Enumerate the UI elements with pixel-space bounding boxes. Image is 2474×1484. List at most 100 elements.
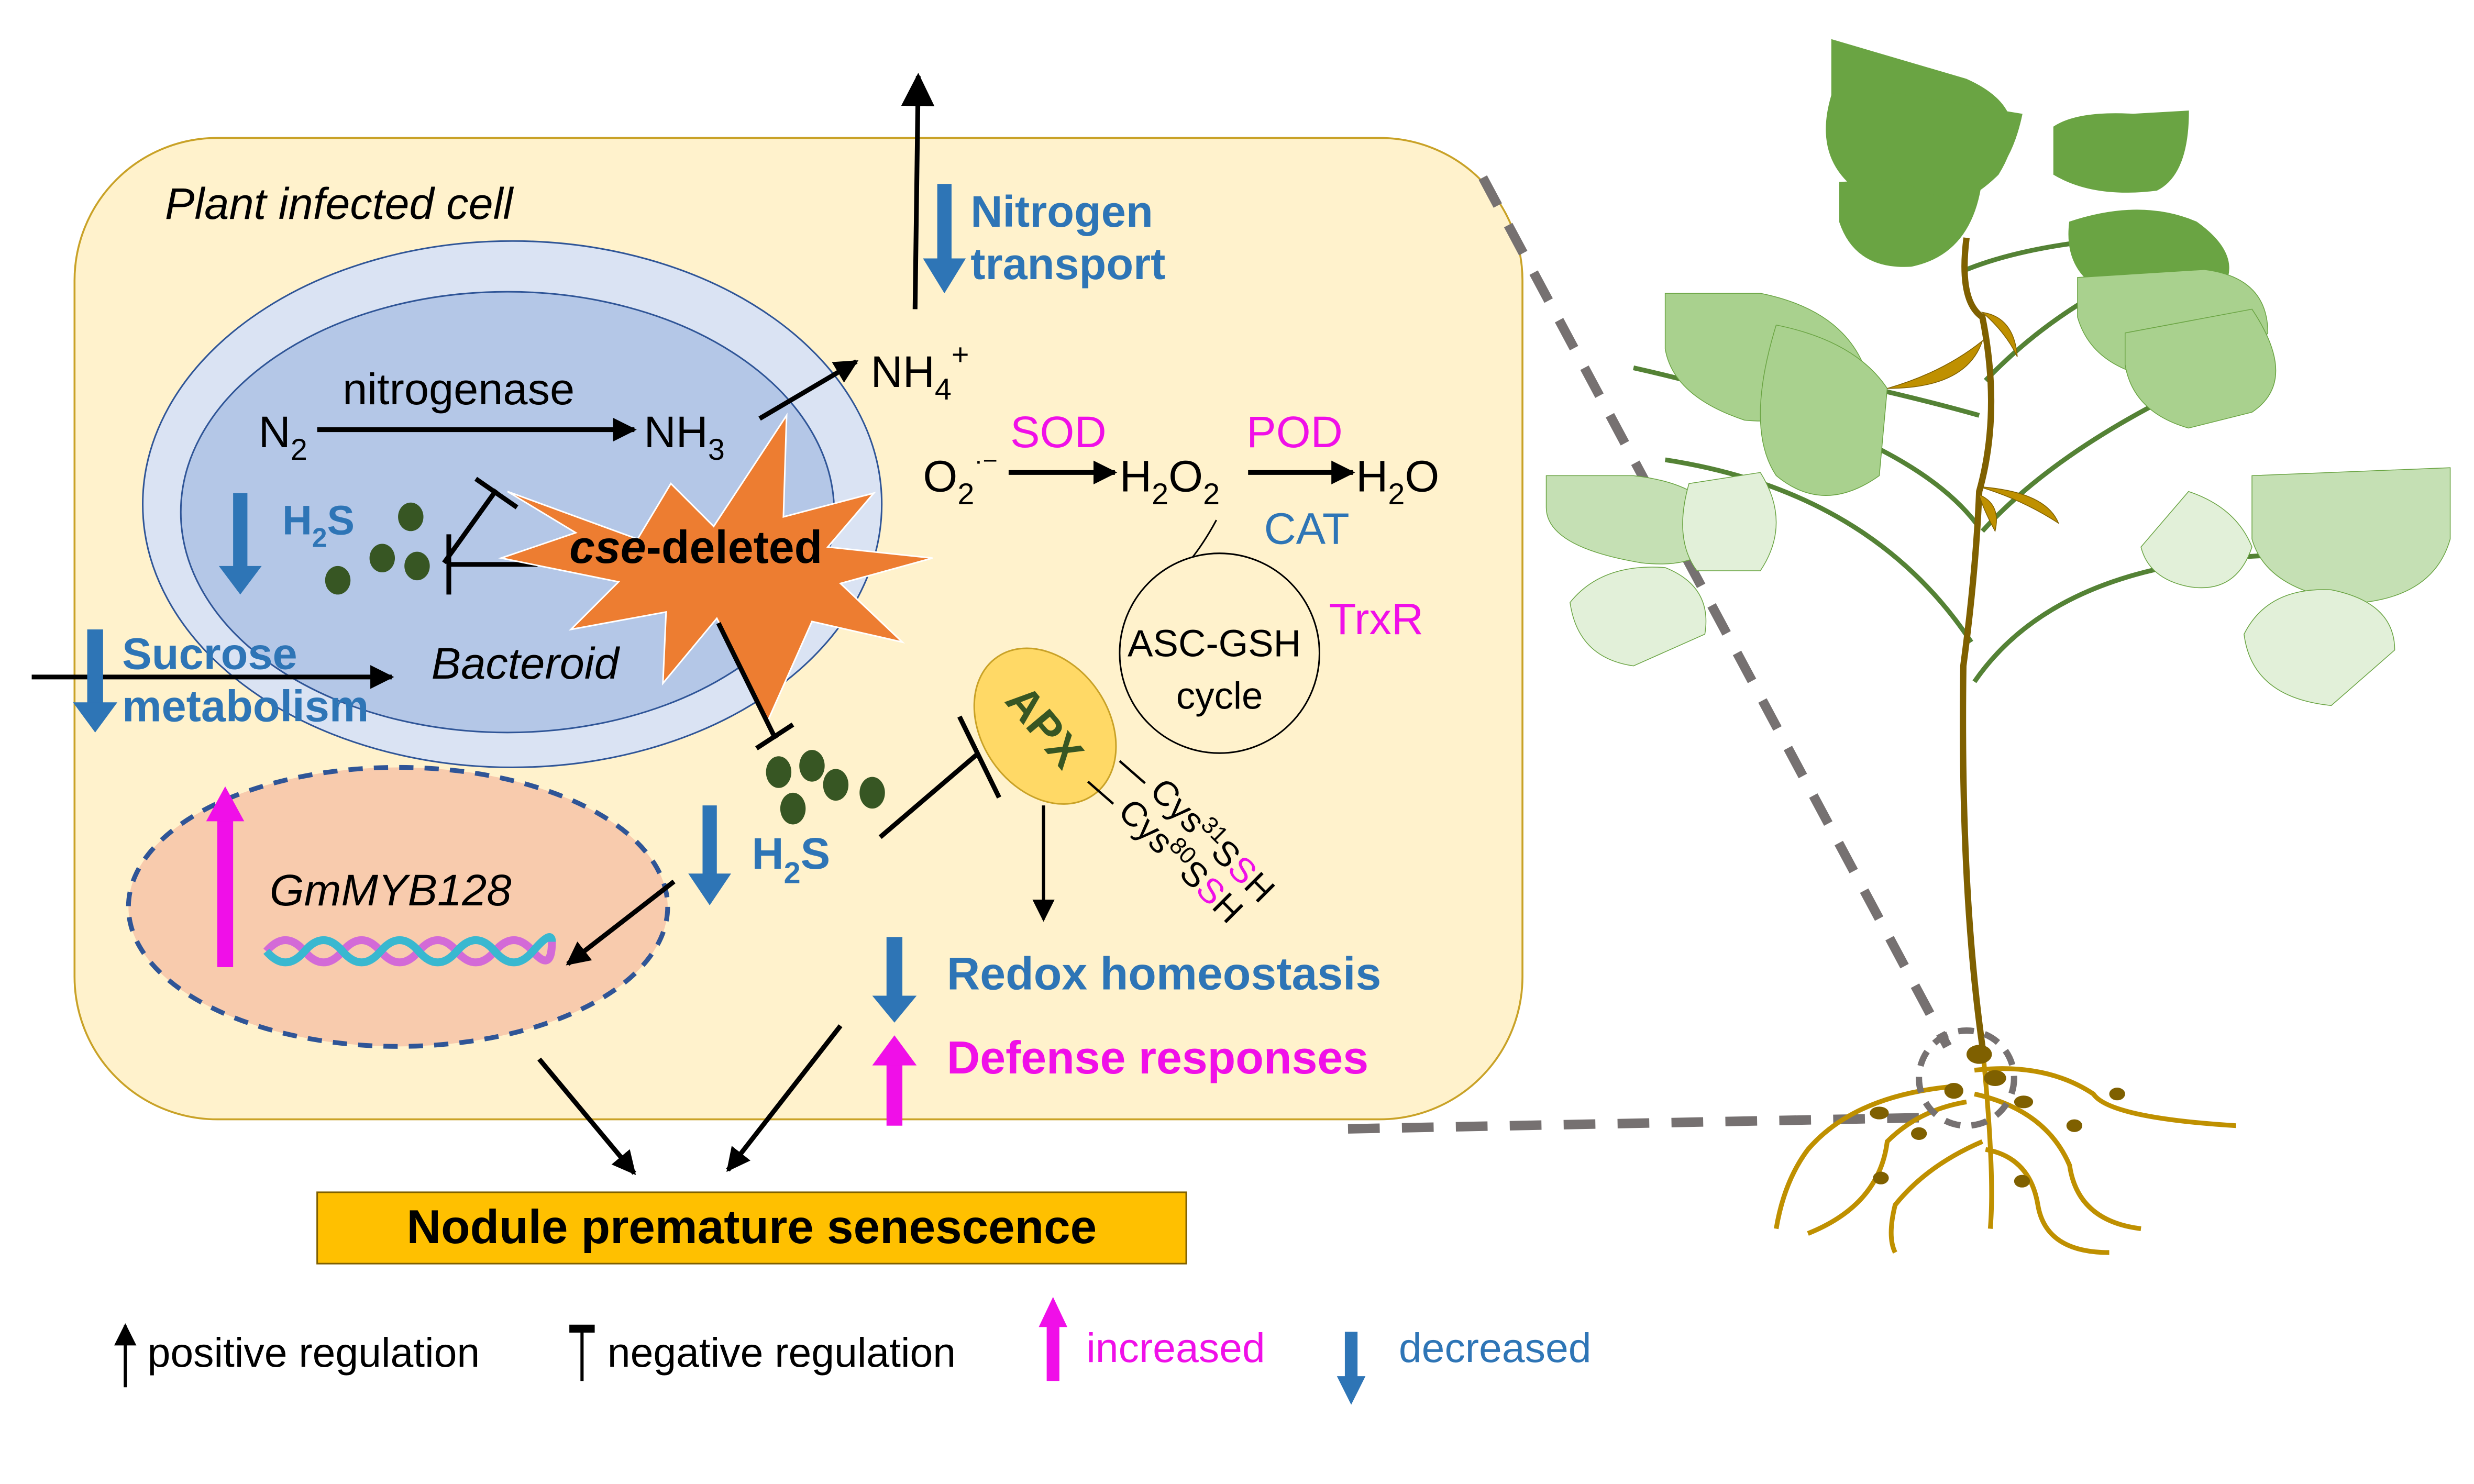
leaf: [2251, 467, 2451, 603]
trxr-label: TrxR: [1329, 594, 1423, 644]
superoxide-label: O2·−: [923, 447, 997, 511]
pod: [1979, 486, 2060, 525]
nodule: [1910, 1127, 1927, 1140]
ros-pathway: O2·− SOD H2O2 POD CAT H2O ASC-GSH cycle …: [923, 407, 1439, 754]
h2s-dot: [369, 544, 395, 573]
bacteroid-label: Bacteroid: [432, 638, 621, 688]
cse-inhibits-cytosolic-h2s: [716, 622, 794, 750]
h2s-dot: [766, 756, 792, 788]
nodule: [1984, 1070, 2006, 1087]
leaf: [2125, 308, 2277, 429]
nh4-label: NH4+: [870, 338, 969, 406]
leaf: [1760, 324, 1888, 496]
outcome-box: Nodule premature senescence: [316, 1191, 1187, 1265]
stem: [1960, 237, 1995, 1047]
nodule: [1944, 1082, 1963, 1099]
h2s-to-gene-arrow: [566, 879, 676, 966]
h2s-inhibits-nitrogenase: [442, 477, 518, 564]
effect-defense: Defense responses: [872, 1032, 1368, 1126]
soybean-plant-illustration: [1545, 39, 2451, 1255]
pods: [1887, 312, 2060, 533]
h2s-dot: [404, 551, 430, 581]
redox-label: Redox homeostasis: [947, 948, 1382, 999]
nitrogen-transport-label: Nitrogen transport: [970, 186, 1165, 289]
apx-enzyme: APX Cys31SSH Cys80SSH: [973, 647, 1282, 931]
legend-decreased-icon: [1337, 1332, 1366, 1405]
outcome-label: Nodule premature senescence: [407, 1201, 1097, 1254]
nh3-to-nh4-arrow: [758, 359, 859, 421]
root-nodules: [1870, 1045, 2125, 1188]
bacteroid-h2s-label: H2S: [282, 497, 355, 552]
mutant-label: cse-deleted: [569, 522, 822, 573]
legend-positive-label: positive regulation: [148, 1330, 480, 1376]
nodule: [1966, 1045, 1992, 1064]
nodule: [1873, 1171, 1889, 1184]
zoom-target-circle: [1916, 1027, 2017, 1129]
nodule: [2109, 1088, 2125, 1101]
pod: [1887, 339, 1983, 389]
nodule: [2014, 1095, 2034, 1109]
cytosolic-h2s-label: H2S: [752, 828, 830, 890]
legend-increased-icon: [1039, 1297, 1067, 1381]
zoom-connector: [1348, 175, 1952, 1134]
legend-increased-label: increased: [1086, 1325, 1265, 1371]
nodule: [2014, 1175, 2030, 1188]
h2s-dot: [780, 792, 806, 825]
water-label: H2O: [1356, 451, 1439, 511]
leaf: [1886, 91, 2023, 199]
legend-negative-label: negative regulation: [608, 1330, 956, 1376]
effects-to-outcome-arrow: [726, 1024, 843, 1172]
roots: [1774, 1046, 2237, 1255]
apx-ellipse: [973, 647, 1117, 805]
redox-decreased-arrow: [872, 937, 917, 1023]
dna-helix-icon: [263, 933, 556, 967]
burst-shape: [498, 412, 933, 724]
pod-label: POD: [1246, 407, 1343, 457]
sucrose-metabolism-label: Sucrose metabolism: [122, 629, 369, 731]
nodule: [2066, 1119, 2083, 1132]
cell-title: Plant infected cell: [165, 179, 514, 228]
effect-redox: Redox homeostasis: [872, 937, 1382, 1023]
leaf: [1570, 567, 1707, 667]
nitrogen-transport-decreased-arrow: [923, 184, 966, 294]
nodule: [1870, 1106, 1889, 1120]
leaf: [1682, 472, 1777, 571]
h2o2-label: H2O2: [1120, 451, 1220, 511]
cys31-bond: [1119, 760, 1146, 784]
connector-bottom: [1348, 1113, 1919, 1134]
bacteroid: N2 nitrogenase NH3 H2S: [142, 240, 883, 768]
legend-decreased-label: decreased: [1399, 1325, 1592, 1371]
asc-gsh-cycle-label: ASC-GSH cycle: [1128, 623, 1311, 717]
legend-negative-icon: [569, 1324, 595, 1381]
nitrogenase-label: nitrogenase: [343, 364, 575, 414]
h2s-dot: [823, 769, 849, 801]
pod: [1981, 312, 2018, 357]
legend: positive regulation negative regulation …: [114, 1297, 1592, 1405]
cse-inhibits-bacteroid-h2s: [446, 534, 538, 595]
gene-label: GmMYB128: [270, 865, 512, 915]
h2s-dot: [859, 777, 885, 809]
h2s-dot: [325, 566, 351, 595]
sod-label: SOD: [1010, 407, 1107, 457]
nucleus: GmMYB128: [126, 765, 670, 1049]
asc-gsh-cycle: [1119, 552, 1320, 754]
defense-increased-arrow: [872, 1035, 917, 1126]
sucrose-decreased-arrow: [73, 629, 118, 733]
connector-top: [1478, 175, 1952, 1049]
defense-label: Defense responses: [947, 1032, 1368, 1083]
nitrogen-export-arrow: [901, 72, 935, 309]
nh3-label: NH3: [644, 407, 724, 467]
nucleus-envelope: [126, 765, 670, 1049]
cytosolic-h2s-decreased-arrow: [688, 805, 732, 905]
bacteroid-h2s-decreased-arrow: [218, 493, 262, 595]
nucleus-to-outcome-arrow: [537, 1057, 636, 1176]
leaf: [2244, 589, 2395, 706]
leaf: [2140, 491, 2252, 589]
leaf: [2053, 110, 2189, 193]
gene-increased-arrow: [206, 786, 245, 967]
cys80-bond: [1087, 780, 1114, 805]
cat-label: CAT: [1264, 504, 1349, 553]
cse-deleted-burst: cse-deleted: [498, 412, 933, 724]
pod: [1979, 494, 1997, 533]
